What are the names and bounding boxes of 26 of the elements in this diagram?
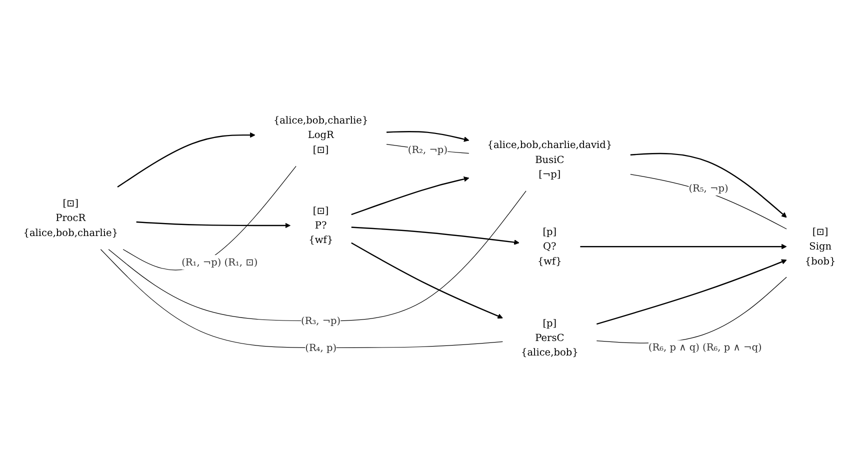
connector — [100, 250, 503, 349]
edge-label: (R₂, ¬p) — [408, 144, 448, 156]
edge-label: (R₅, ¬p) — [688, 182, 728, 194]
arrow — [117, 132, 256, 188]
connector — [630, 174, 787, 230]
node-text: {alice,bob,charlie} LogR [⊡] — [273, 114, 368, 156]
arrow — [630, 153, 787, 218]
arrow — [351, 242, 503, 320]
arrow — [136, 222, 291, 229]
edge-label: (R₁, ¬p) (R₁, ⊡) — [182, 256, 258, 268]
connector — [122, 166, 296, 271]
node-text: {alice,bob,charlie,david} BusiC [¬p] — [487, 140, 612, 180]
connector — [108, 191, 526, 322]
node-text: [p] Q? {wf} — [537, 226, 562, 268]
node-text: [⊡] ProcR {alice,bob,charlie} — [23, 198, 118, 239]
edge-label: (R₄, p) — [305, 342, 337, 354]
node-text: [p] PersC {alice,bob} — [521, 318, 578, 359]
arrow — [386, 131, 470, 142]
node-text: [⊡] Sign {bob} — [804, 226, 836, 268]
arrow — [580, 244, 787, 250]
arrow — [351, 176, 470, 216]
edge-label: (R₆, p ∧ q) (R₆, p ∧ ¬q) — [648, 342, 762, 354]
node-text: [⊡] P? {wf} — [308, 205, 334, 246]
arrow — [351, 227, 520, 246]
arrow — [596, 260, 787, 326]
edge-label: (R₃, ¬p) — [301, 315, 341, 327]
